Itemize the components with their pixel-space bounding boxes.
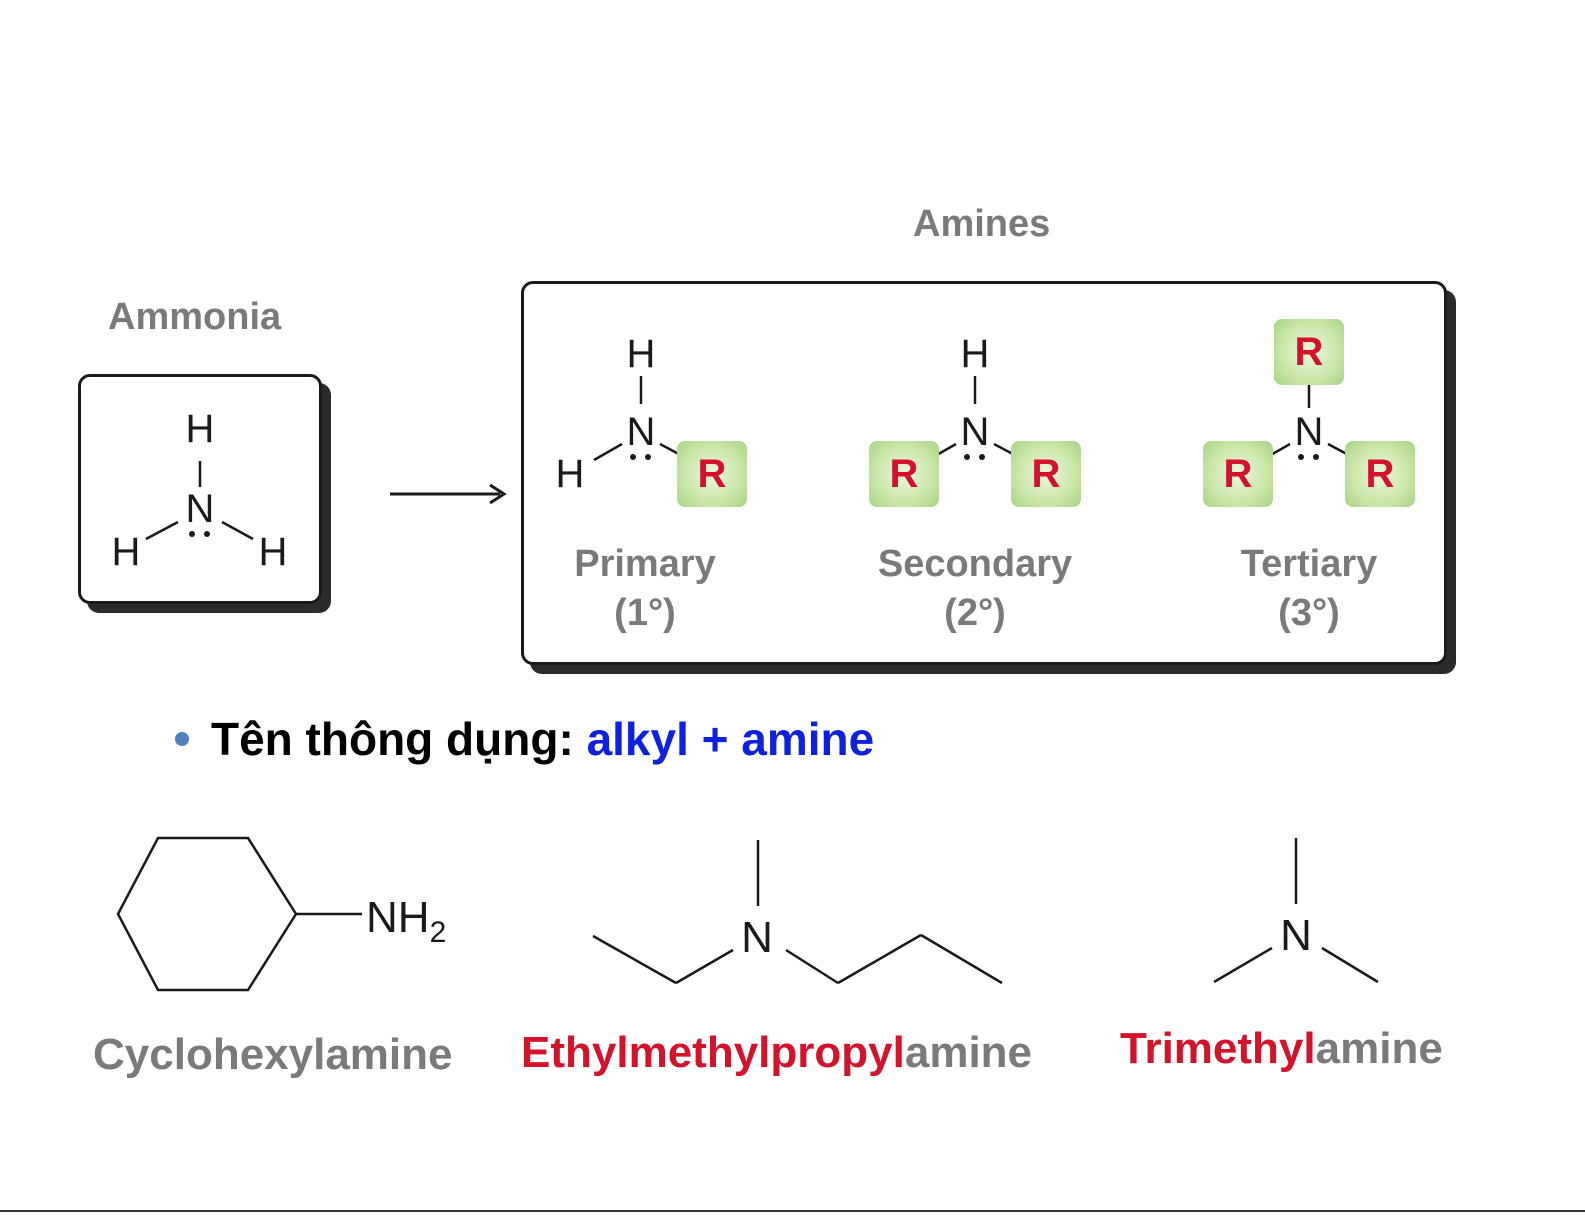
secondary-top-atom: H [961, 334, 990, 374]
naming-rule-label: Tên thông dụng: [211, 713, 574, 765]
ammonia-h-left: H [112, 532, 141, 572]
slide-footer-divider [0, 1210, 1585, 1212]
propyl-bond-1 [786, 950, 838, 983]
trimethyl-bond-right [1322, 948, 1378, 982]
trimethyl-bond-left [1214, 948, 1272, 982]
primary-nitrogen: N [627, 412, 656, 452]
cyclohexylamine-amino-group: NH2 [366, 896, 446, 948]
ethylmethylpropylamine-name: Ethylmethylpropylamine [521, 1028, 1032, 1078]
cyclohexane-ring [118, 838, 296, 990]
naming-rule-formula: alkyl + amine [587, 713, 875, 765]
ammonia-lone-pair-dot [204, 531, 210, 537]
tertiary-nitrogen: N [1295, 412, 1324, 452]
tertiary-label: Tertiary (3°) [1241, 540, 1378, 639]
cyclohexylamine-structure [110, 830, 370, 1000]
ammonia-bond-right [222, 522, 253, 539]
ethylmethylpropylamine-nitrogen: N [741, 916, 773, 960]
bullet-dot-icon [175, 732, 189, 746]
ammonia-nitrogen: N [186, 489, 215, 529]
tertiary-lone-pair-dot [1313, 454, 1319, 460]
tertiary-r-group-top: R [1274, 319, 1344, 385]
tertiary-lone-pair-dot [1298, 454, 1304, 460]
primary-name: Primary [574, 540, 716, 589]
tertiary-degree: (3°) [1241, 589, 1378, 638]
secondary-r-group-right: R [1011, 441, 1081, 507]
amino-group-text: NH [366, 893, 430, 942]
primary-label: Primary (1°) [574, 540, 716, 639]
tertiary-r-group-right: R [1345, 441, 1415, 507]
primary-left-atom: H [556, 454, 585, 494]
trimethylamine-name-suffix: amine [1316, 1024, 1443, 1073]
primary-degree: (1°) [574, 589, 716, 638]
naming-rule-bullet: Tên thông dụng: alkyl + amine [175, 712, 874, 766]
secondary-r-group-left: R [869, 441, 939, 507]
primary-r-group: R [677, 441, 747, 507]
primary-bond-left [594, 444, 622, 460]
cyclohexylamine-name: Cyclohexylamine [93, 1030, 453, 1080]
reaction-arrow-icon [390, 479, 520, 509]
secondary-label: Secondary (2°) [878, 540, 1072, 639]
primary-top-atom: H [627, 334, 656, 374]
tertiary-r-group-left: R [1203, 441, 1273, 507]
ammonia-h-top: H [186, 409, 215, 449]
tertiary-name: Tertiary [1241, 540, 1378, 589]
ammonia-title: Ammonia [108, 296, 281, 339]
secondary-lone-pair-dot [964, 454, 970, 460]
secondary-lone-pair-dot [979, 454, 985, 460]
cyclohexylamine-name-suffix: Cyclohexylamine [93, 1030, 453, 1079]
trimethylamine-name-colored: Trimethyl [1120, 1024, 1316, 1073]
primary-lone-pair-dot [645, 454, 651, 460]
secondary-degree: (2°) [878, 589, 1072, 638]
amino-group-subscript: 2 [430, 916, 447, 949]
ethyl-bond-2 [676, 950, 733, 983]
ethylmethylpropylamine-structure [588, 838, 1018, 998]
amines-panel: H N H R Primary (1°) H N R R Secondary (… [521, 281, 1447, 665]
ammonia-lone-pair-dot [189, 531, 195, 537]
amines-title: Amines [913, 203, 1050, 246]
ethylmethylpropylamine-name-suffix: amine [905, 1028, 1032, 1077]
trimethylamine-name: Trimethylamine [1120, 1024, 1443, 1074]
ammonia-bond-left [146, 522, 178, 539]
secondary-name: Secondary [878, 540, 1072, 589]
propyl-bond-3 [921, 935, 1002, 983]
trimethylamine-nitrogen: N [1280, 914, 1312, 958]
propyl-bond-2 [838, 935, 921, 983]
ethyl-bond-1 [593, 936, 676, 983]
secondary-nitrogen: N [961, 412, 990, 452]
ammonia-h-right: H [259, 532, 288, 572]
ethylmethylpropylamine-name-colored: Ethylmethylpropyl [521, 1028, 905, 1077]
ammonia-panel: H N H H [78, 374, 322, 604]
primary-lone-pair-dot [630, 454, 636, 460]
